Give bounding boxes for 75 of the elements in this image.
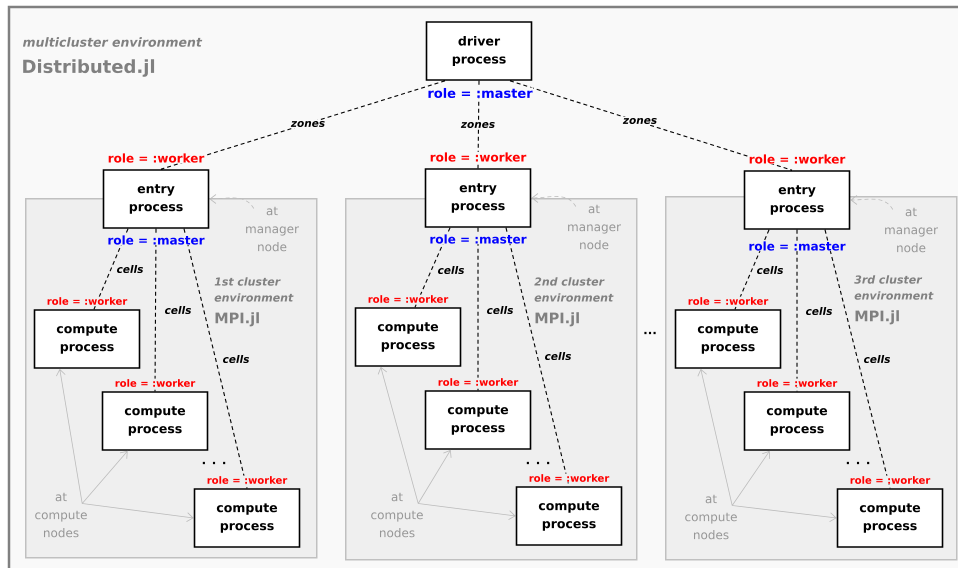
role-label: role = :worker [437, 378, 519, 386]
process-box: compute process [516, 486, 622, 546]
arrow [418, 450, 452, 504]
edge-label: cells [164, 304, 192, 316]
environment-title: multicluster environment [22, 37, 202, 47]
ellipsis: . . . [202, 462, 226, 464]
role-label: role = :worker [849, 476, 931, 484]
role-label: role = :worker [687, 296, 769, 306]
annotation-text: at manager node [568, 204, 621, 250]
cluster-title: 1st cluster environment [214, 277, 294, 302]
process-box: compute process [34, 309, 140, 369]
edge-label: cells [862, 354, 892, 364]
arrow [697, 368, 733, 506]
role-label: role = :worker [46, 296, 128, 306]
role-label: role = :worker [528, 474, 610, 482]
arrow [56, 368, 83, 504]
arrow [378, 366, 419, 504]
arrow [531, 193, 576, 207]
role-label: role = :worker [206, 476, 288, 484]
arrow [850, 195, 894, 210]
arrow [732, 505, 837, 522]
arrow [418, 503, 516, 520]
edge-label: cells [804, 306, 834, 316]
annotation-text: at manager node [246, 206, 299, 252]
edge-label: cells [116, 264, 144, 274]
cluster-title: 2nd cluster environment [534, 277, 614, 302]
edge-label: cells [756, 264, 784, 276]
edge-label: cells [486, 304, 514, 316]
process-box: compute process [194, 488, 300, 548]
annotation-text: at compute nodes [371, 492, 423, 538]
annotation-text: at compute nodes [685, 494, 737, 540]
arrow [209, 194, 254, 209]
edge-label: cells [544, 350, 572, 362]
edge-label: cells [436, 264, 466, 276]
role-label: role = :worker [756, 378, 838, 388]
ellipsis: ... [644, 332, 656, 334]
role-label: role = :master [426, 87, 534, 99]
connector-line [824, 230, 891, 488]
process-box: entry process [102, 169, 210, 229]
connector-line [510, 80, 792, 171]
connector-line [94, 228, 129, 310]
role-label: role = :worker [107, 152, 205, 164]
role-label: role = :worker [114, 378, 196, 388]
process-box: entry process [744, 170, 850, 230]
arrow [82, 450, 128, 504]
connector-line [183, 228, 248, 488]
package-name: MPI.jl [536, 312, 579, 326]
connector-line [154, 228, 157, 392]
connector-line [414, 228, 450, 308]
process-box: compute process [744, 391, 850, 451]
role-label: role = :worker [429, 152, 527, 162]
role-label: role = :worker [367, 294, 449, 304]
role-label: role = :worker [748, 154, 846, 164]
connector-line [477, 80, 480, 168]
package-name: Distributed.jl [23, 59, 154, 77]
connector-line [477, 228, 479, 390]
process-box: entry process [424, 168, 532, 228]
process-box: compute process [836, 488, 944, 548]
annotation-text: at manager node [885, 208, 938, 252]
connector-line [734, 230, 770, 310]
ellipsis: . . . [526, 462, 550, 464]
process-box: compute process [424, 390, 532, 450]
arrow [732, 450, 770, 506]
edge-label: cells [222, 354, 250, 364]
process-box: compute process [674, 309, 782, 369]
process-box: compute process [354, 307, 462, 367]
cluster-title: 3rd cluster environment [854, 275, 934, 300]
process-box: driver process [426, 21, 532, 81]
connector-line [505, 228, 570, 486]
package-name: MPI.jl [216, 312, 259, 326]
annotation-text: at compute nodes [35, 492, 87, 538]
process-box: compute process [102, 391, 208, 451]
ellipsis: . . . [846, 462, 870, 464]
package-name: MPI.jl [856, 310, 899, 324]
arrow [82, 503, 194, 522]
